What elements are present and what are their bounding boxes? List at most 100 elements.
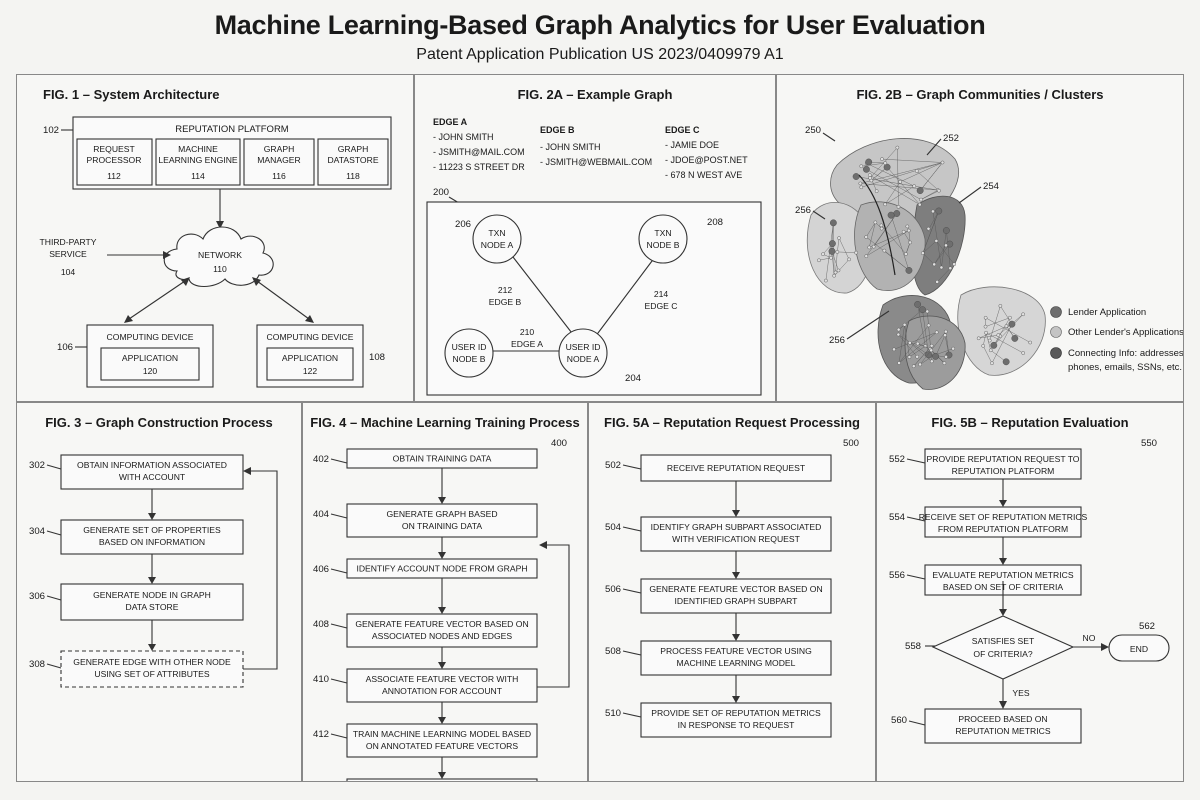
cluster-edge (937, 268, 951, 283)
ref-554: 554 (889, 512, 906, 523)
svg-text:APPLICATION: APPLICATION (282, 353, 338, 363)
component-graph-datastore: GRAPH DATASTORE 118 (317, 138, 389, 186)
svg-text:LEARNING ENGINE: LEARNING ENGINE (158, 155, 238, 165)
svg-text:COMPUTING DEVICE: COMPUTING DEVICE (107, 332, 194, 342)
cluster-edge (869, 174, 920, 205)
cluster-node (998, 304, 1003, 308)
cluster-edge (1000, 305, 1013, 325)
cluster-edge (890, 215, 910, 271)
ref-510: 510 (605, 708, 621, 719)
node-txn-a: TXN NODE A (472, 214, 522, 264)
ref-410: 410 (313, 674, 329, 685)
svg-text:DATASTORE: DATASTORE (327, 155, 378, 165)
node-txn-b: TXN NODE B (638, 214, 688, 264)
cluster-edge (908, 230, 911, 243)
cluster-edge (898, 334, 918, 357)
cluster-node (940, 160, 945, 165)
svg-text:ON ANNOTATED FEATURE VECTORS: ON ANNOTATED FEATURE VECTORS (366, 741, 518, 751)
fig4-panel: FIG. 4 – Machine Learning Training Proce… (302, 402, 588, 782)
step-408: GENERATE FEATURE VECTOR BASED ONASSOCIAT… (346, 613, 538, 648)
cluster-node (868, 176, 872, 180)
cluster-node (871, 244, 876, 249)
cluster-edge (831, 251, 835, 276)
cluster-node (948, 266, 953, 271)
cluster-node (914, 300, 922, 308)
cluster-node (852, 173, 860, 180)
legend-other: Other Lender's Applications (1068, 327, 1184, 338)
cluster-node (1004, 324, 1009, 328)
svg-text:MANAGER: MANAGER (257, 155, 300, 165)
cluster-edge (936, 240, 955, 265)
ref-308: 308 (29, 659, 45, 670)
cluster-node (879, 226, 884, 231)
ref-402: 402 (313, 454, 329, 465)
svg-text:- JAMIE DOE: - JAMIE DOE (665, 140, 719, 150)
cluster-edge (866, 163, 915, 187)
edge-a-info: EDGE A - JOHN SMITH - JSMITH@MAIL.COM - … (433, 117, 525, 172)
cluster-node (865, 158, 873, 166)
cluster-node (837, 236, 841, 240)
svg-text:- JDOE@POST.NET: - JDOE@POST.NET (665, 155, 748, 165)
step-406: IDENTIFY ACCOUNT NODE FROM GRAPH (346, 558, 538, 579)
cluster-node (916, 187, 924, 194)
cluster-node (917, 202, 922, 207)
cluster-node (883, 161, 888, 165)
cluster-edge (884, 181, 901, 205)
fig3-flowchart: 302 OBTAIN INFORMATION ASSOCIATED WITH A… (29, 454, 278, 688)
svg-text:IN RESPONSE TO REQUEST: IN RESPONSE TO REQUEST (678, 720, 795, 730)
cluster-node (990, 341, 998, 349)
svg-text:NODE B: NODE B (453, 354, 486, 364)
cluster-node (914, 169, 919, 173)
ref-400: 400 (551, 438, 567, 449)
ref-552: 552 (889, 454, 905, 465)
graph-edge-212 (512, 256, 576, 338)
svg-text:GENERATE NODE IN GRAPH: GENERATE NODE IN GRAPH (93, 590, 211, 600)
fig1-panel: FIG. 1 – System Architecture 102 REPUTAT… (16, 74, 414, 402)
cluster-edge (871, 166, 888, 181)
svg-text:IDENTIFY GRAPH SUBPART ASSOCIA: IDENTIFY GRAPH SUBPART ASSOCIATED (651, 522, 822, 532)
cluster-edge (861, 162, 886, 167)
svg-text:SERVICE: SERVICE (49, 249, 87, 259)
cluster-edge (919, 355, 934, 365)
step-552: PROVIDE REPUTATION REQUEST TOREPUTATION … (924, 448, 1082, 480)
cluster-edge (922, 240, 937, 254)
cluster-node (915, 354, 919, 359)
graph-edge-214 (594, 256, 656, 338)
cluster-node (817, 258, 821, 263)
edge-b-info: EDGE B - JOHN SMITH - JSMITH@WEBMAIL.COM (540, 125, 652, 167)
cluster-node (934, 239, 939, 243)
cluster-node (925, 351, 932, 359)
cluster-node (944, 243, 948, 248)
svg-text:116: 116 (272, 171, 286, 181)
cluster-edge (818, 257, 832, 261)
cluster-node (919, 197, 923, 202)
cluster-node (864, 254, 869, 258)
cluster-node (929, 359, 934, 364)
svg-text:TRAIN MACHINE LEARNING MODEL B: TRAIN MACHINE LEARNING MODEL BASED (353, 729, 531, 739)
cluster-edge (884, 250, 910, 271)
component-ml-engine: MACHINE LEARNING ENGINE 114 (155, 138, 241, 186)
svg-text:- JOHN SMITH: - JOHN SMITH (433, 132, 494, 142)
loop-arrow (243, 470, 278, 670)
svg-text:MACHINE: MACHINE (178, 144, 218, 154)
arrow-network-device-106 (128, 280, 186, 320)
cluster-node (824, 278, 828, 283)
svg-text:ASSOCIATE FEATURE VECTOR WITH: ASSOCIATE FEATURE VECTOR WITH (366, 674, 519, 684)
cluster-node (833, 270, 838, 275)
svg-text:112: 112 (107, 171, 121, 181)
cluster-node (944, 355, 948, 359)
svg-text:BASED ON INFORMATION: BASED ON INFORMATION (99, 537, 205, 547)
cluster-node (996, 333, 1001, 337)
svg-text:COMPUTING DEVICE: COMPUTING DEVICE (267, 332, 354, 342)
fig5b-title: FIG. 5B – Reputation Evaluation (931, 415, 1129, 430)
step-308: GENERATE EDGE WITH OTHER NODE USING SET … (60, 650, 244, 688)
svg-text:ASSOCIATED NODES AND EDGES: ASSOCIATED NODES AND EDGES (372, 631, 513, 641)
svg-text:122: 122 (303, 366, 318, 376)
fig2b-title: FIG. 2B – Graph Communities / Clusters (856, 87, 1104, 102)
cluster-edge (903, 231, 911, 243)
cluster-edge (917, 304, 926, 347)
